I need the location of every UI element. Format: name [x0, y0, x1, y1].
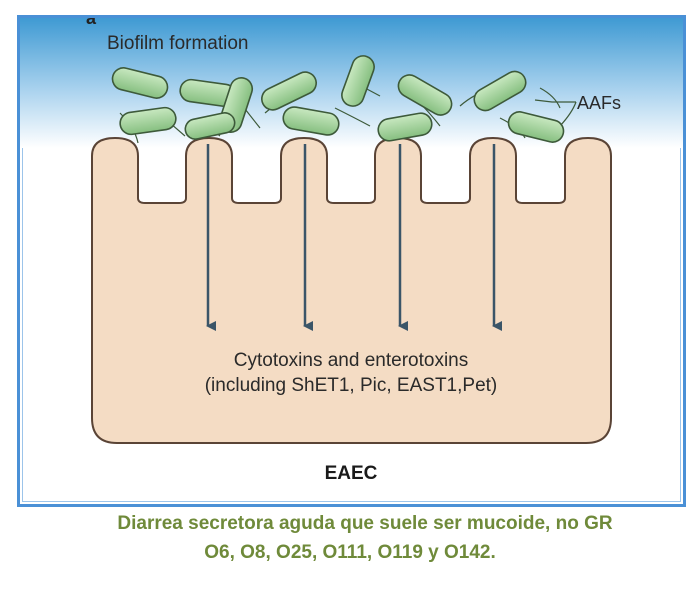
eaec-label: EAEC — [325, 463, 378, 484]
toxins-label-line1: Cytotoxins and enterotoxins — [234, 350, 468, 371]
caption-line-2: O6, O8, O25, O111, O119 y O142. — [204, 542, 496, 563]
bacteria-cluster — [111, 55, 565, 143]
panel-label: a — [86, 18, 97, 28]
bacterium — [119, 106, 177, 136]
bacterium — [111, 67, 169, 99]
caption-line-1: Diarrea secretora aguda que suele ser mu… — [117, 513, 613, 534]
bacterium — [261, 71, 317, 111]
bacterium — [341, 55, 375, 107]
aafs-label: AAFs — [577, 93, 621, 113]
bacterium — [377, 112, 433, 142]
eaec-diagram: a Biofilm formation AAFs — [20, 18, 683, 484]
bacterium — [282, 106, 340, 136]
bacterium — [184, 112, 236, 140]
biofilm-title: Biofilm formation — [107, 33, 249, 54]
intestinal-cell — [91, 136, 612, 444]
toxin-arrows — [206, 144, 502, 331]
bacterium — [507, 111, 565, 143]
bacterium — [473, 70, 527, 112]
toxins-label-line2: (including ShET1, Pic, EAST1,Pet) — [205, 375, 498, 396]
bacterium — [397, 74, 453, 116]
